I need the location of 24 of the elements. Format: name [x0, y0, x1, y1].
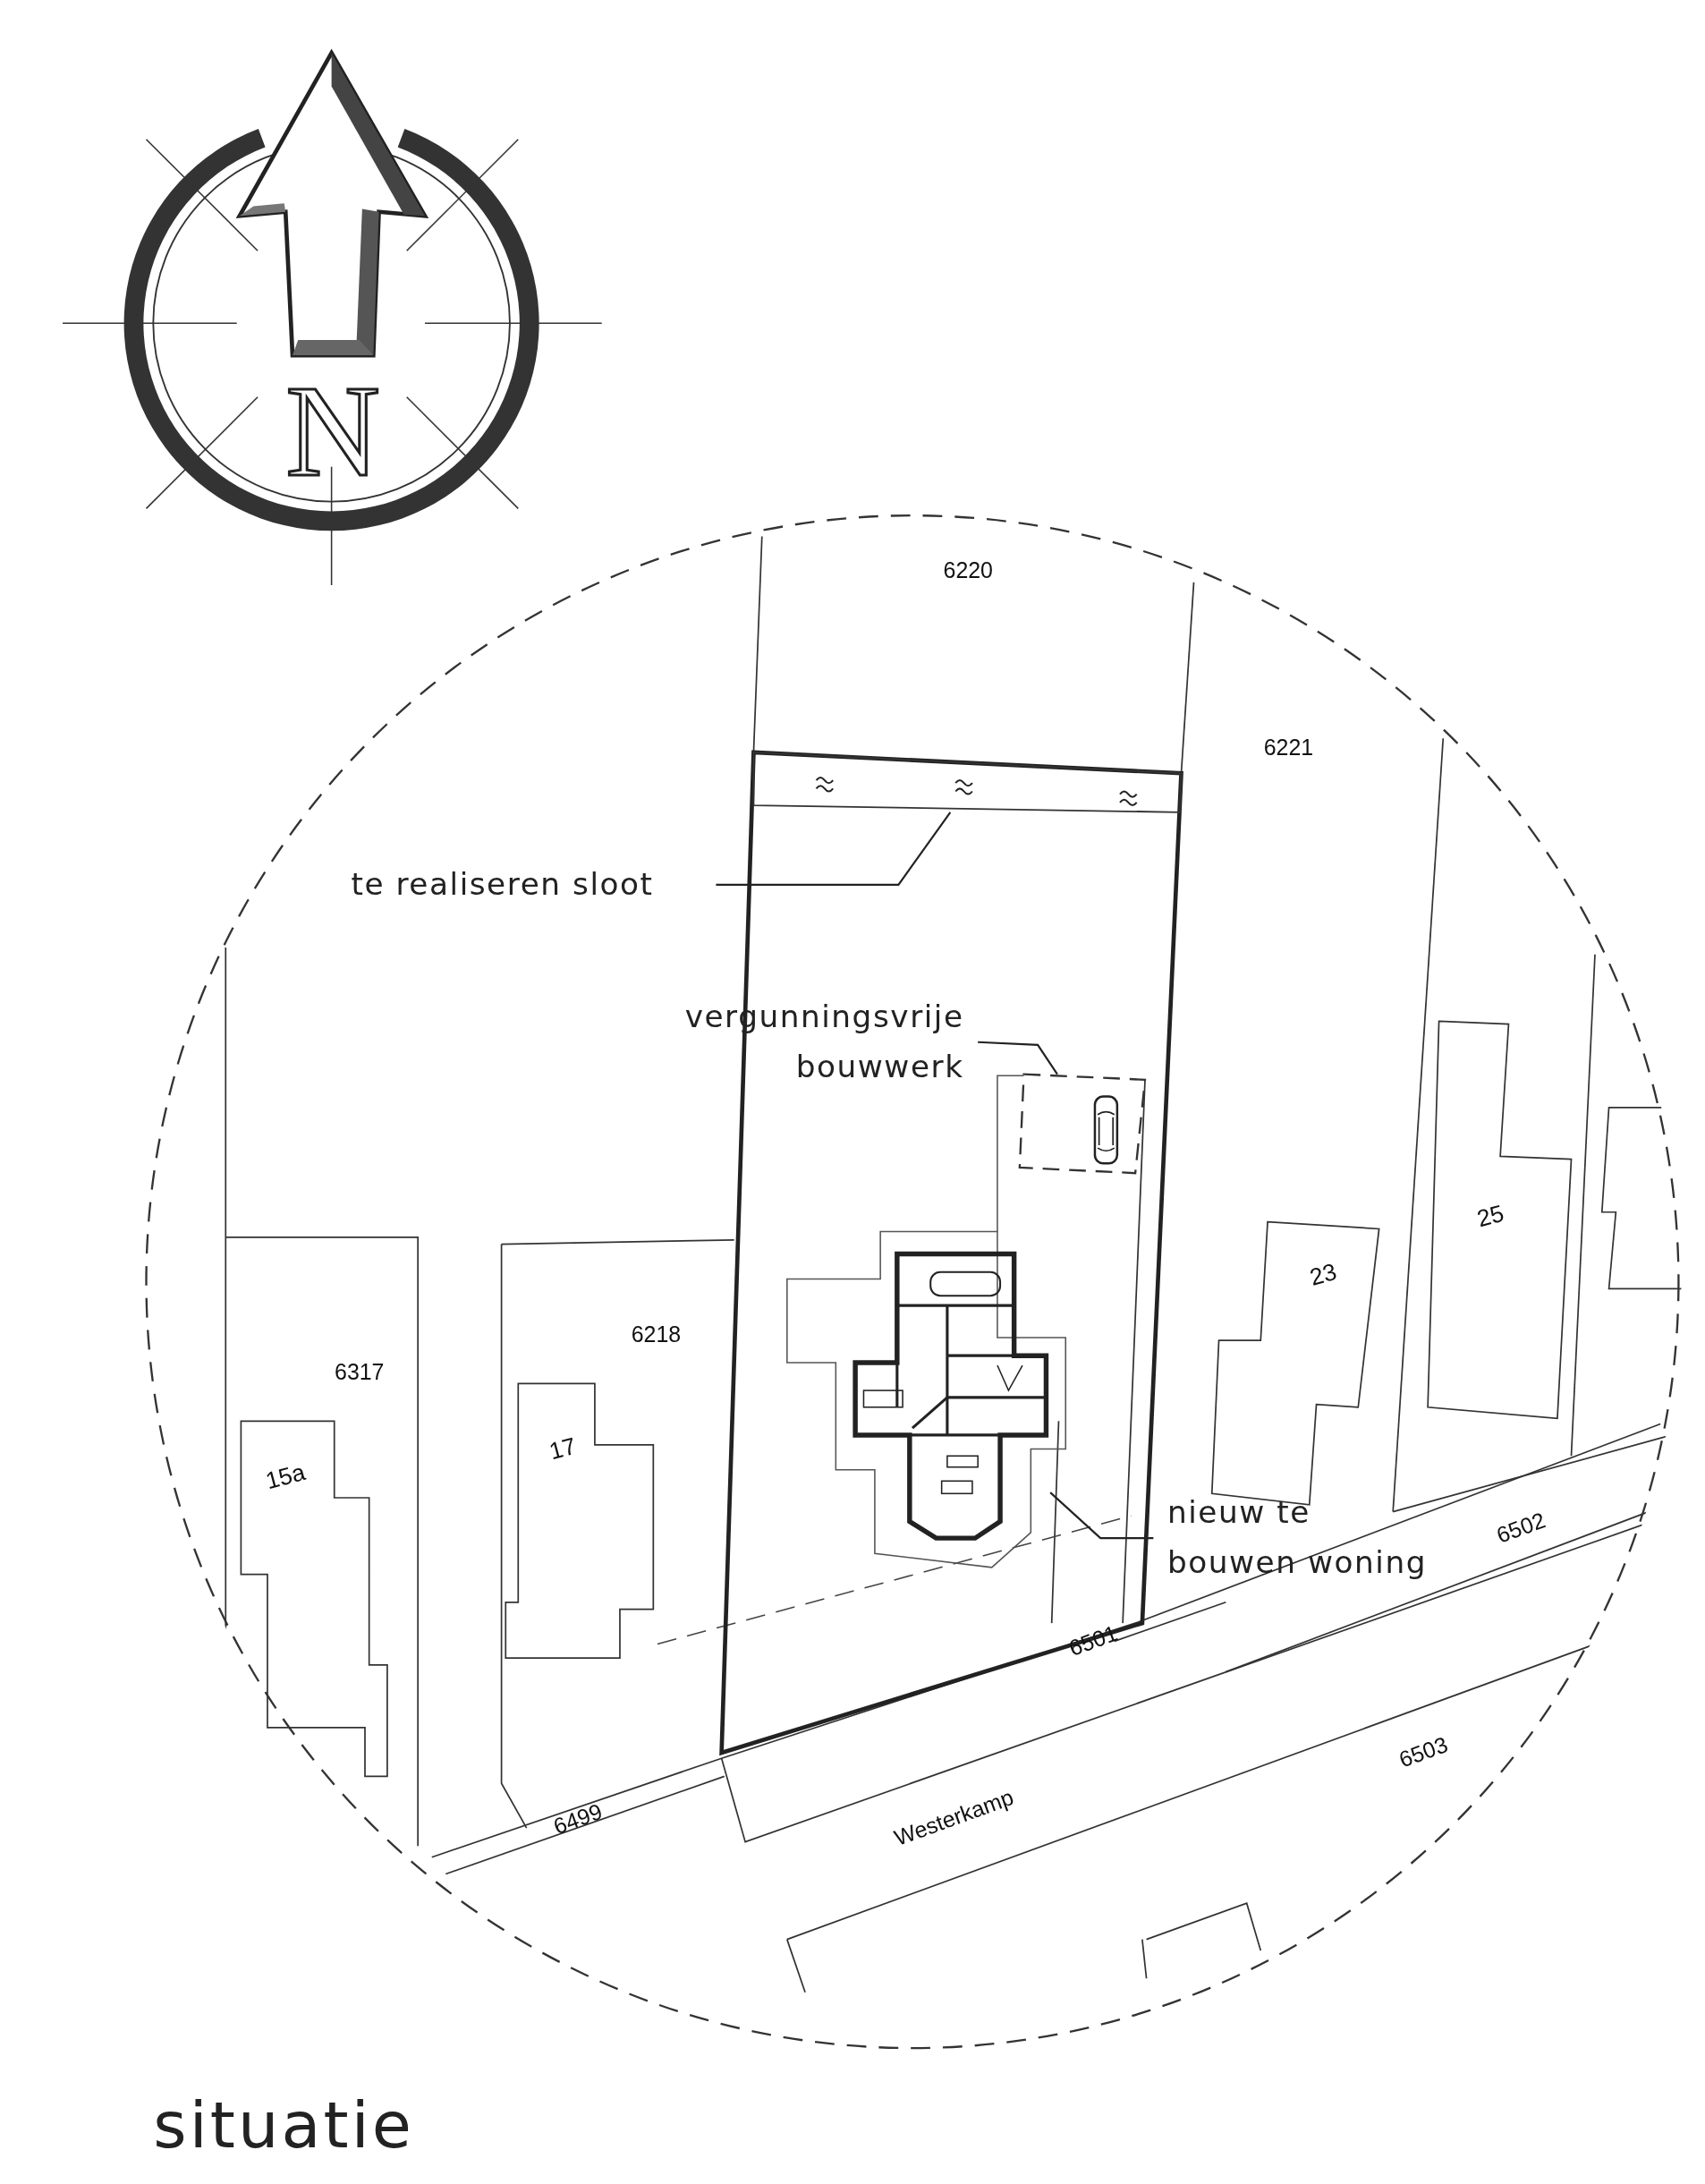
- house-number: 23: [1307, 1260, 1339, 1290]
- parcel-number: 6218: [631, 1323, 682, 1347]
- parcel-number: 6501: [1066, 1622, 1121, 1661]
- parcel-number: 6502: [1494, 1509, 1548, 1548]
- carport-outline: [1019, 1074, 1145, 1174]
- building-outline: [1428, 1021, 1572, 1419]
- parcel-number: 6220: [943, 560, 993, 582]
- ditch: [753, 752, 1182, 812]
- parcel-number: 6503: [1396, 1733, 1451, 1772]
- caption: situatie: [153, 2089, 414, 2161]
- north-letter: N: [285, 365, 380, 497]
- leader-line: [716, 812, 952, 886]
- parcel-number: 6317: [335, 1361, 385, 1384]
- parcel-number: 6499: [550, 1800, 606, 1839]
- parcel-number: 6221: [1263, 736, 1314, 760]
- leader-line: [978, 1041, 1058, 1075]
- house-number: 17: [547, 1433, 579, 1465]
- callout-text: te realiseren sloot: [351, 859, 717, 910]
- house-number: 25: [1474, 1201, 1506, 1232]
- leader-line: [1049, 1491, 1154, 1540]
- house-number: 15a: [263, 1460, 308, 1494]
- building-outline: [505, 1383, 654, 1659]
- callout-text: nieuw te bouwen woning: [1153, 1488, 1446, 1589]
- building-outline: [241, 1421, 387, 1777]
